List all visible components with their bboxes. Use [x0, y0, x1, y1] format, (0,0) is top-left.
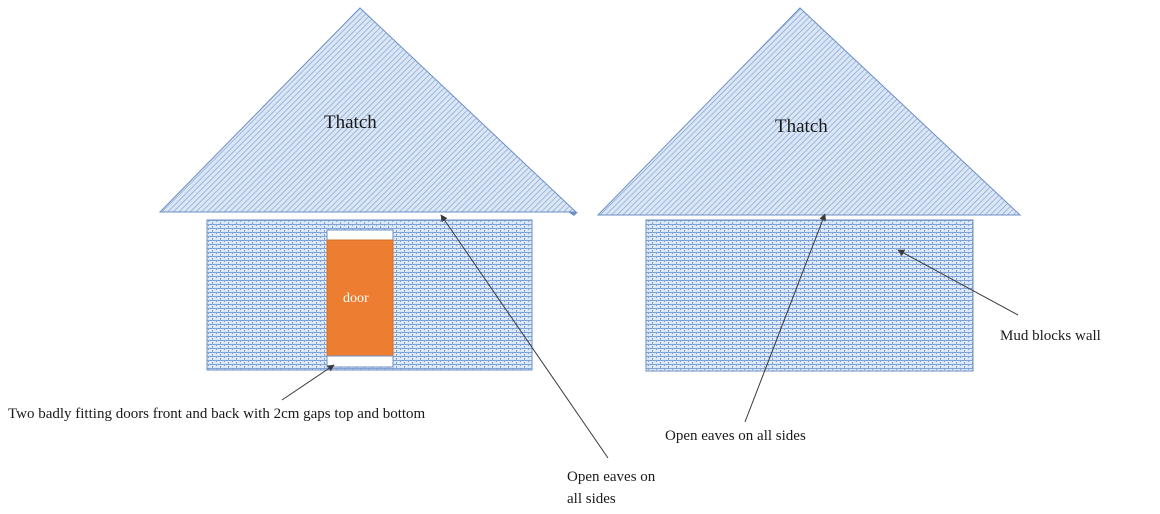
thatch-label-right: Thatch	[775, 116, 828, 137]
door-bottom-gap	[326, 355, 394, 368]
thatch-label-left: Thatch	[324, 112, 377, 133]
door-label: door	[343, 291, 369, 306]
eaves-label-right: Open eaves on all sides	[665, 428, 806, 444]
door	[326, 239, 394, 357]
right-wall-mud-blocks	[645, 219, 974, 372]
left-roof-thatch	[158, 7, 578, 213]
arrow-doors-gap	[281, 364, 335, 401]
eaves-label-left: Open eaves on all sides	[567, 469, 656, 507]
door-top-gap	[326, 229, 394, 241]
arrow-eaves-right	[744, 213, 827, 423]
doors-gap-note: Two badly fitting doors front and back w…	[8, 406, 426, 422]
arrow-eaves-left	[440, 214, 609, 459]
arrow-mud-wall	[897, 249, 1019, 316]
mud-wall-label: Mud blocks wall	[1000, 328, 1101, 344]
left-roof-eave-tip	[568, 212, 578, 216]
right-roof-thatch	[596, 7, 1022, 216]
